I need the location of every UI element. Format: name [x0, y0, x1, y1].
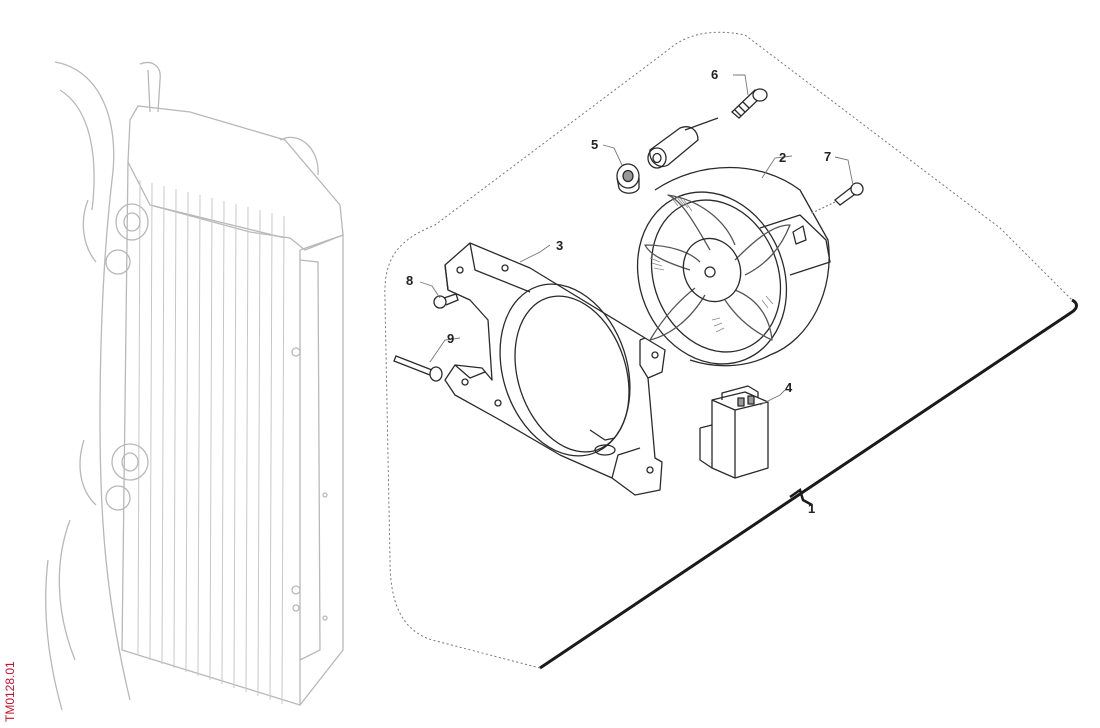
callout-6: 6 — [711, 67, 718, 82]
kit-boundary — [384, 31, 1078, 670]
drawing-code-text: TM0128.01 — [3, 661, 17, 722]
pin-9 — [393, 355, 443, 382]
leader-lines — [419, 74, 854, 406]
callout-3: 3 — [556, 238, 563, 253]
drawing-code-label: TM0128.01 — [3, 661, 17, 722]
callout-7: 7 — [824, 149, 831, 164]
screw-7 — [809, 182, 864, 215]
callout-9: 9 — [447, 331, 454, 346]
callout-labels: 1 2 3 4 5 6 7 8 9 — [406, 67, 831, 516]
cooling-fan-assembly — [636, 117, 831, 367]
screw-8 — [433, 293, 459, 309]
callout-5: 5 — [591, 137, 598, 152]
screw-6 — [731, 88, 768, 119]
radiator-ghost — [45, 61, 344, 711]
rubber-grommet — [616, 163, 640, 194]
callout-4: 4 — [785, 380, 793, 395]
callout-2: 2 — [779, 150, 786, 165]
callout-8: 8 — [406, 273, 413, 288]
callout-1: 1 — [808, 501, 815, 516]
fan-shroud-bracket — [444, 242, 666, 496]
electrical-connector — [699, 385, 769, 479]
